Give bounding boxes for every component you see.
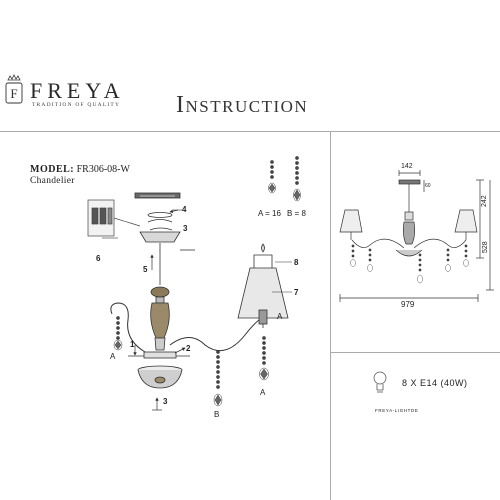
dimension-crystals — [350, 244, 469, 284]
dim-canopy-height: 60 — [425, 183, 431, 189]
crystal-a-letter-right: A — [260, 388, 266, 397]
crystal-a-icon — [268, 160, 276, 194]
crystal-b-count: B = 8 — [287, 209, 306, 218]
mounting-bracket — [147, 212, 173, 231]
part-4-label: 4 — [182, 205, 187, 214]
freya-logo-icon: F — [5, 74, 23, 104]
lamp-code: FREYA-LIGHTDE — [375, 408, 419, 413]
svg-text:F: F — [10, 86, 17, 101]
brand-name: FREYA — [30, 78, 125, 103]
model-line: MODEL: FR306-08-W — [30, 164, 130, 175]
dim-body-height: 242 — [481, 195, 488, 207]
canopy — [139, 231, 195, 251]
crystal-b-icon — [293, 156, 301, 202]
candle-bulb — [261, 243, 265, 253]
column-divider — [330, 131, 331, 500]
part-6-label: 6 — [96, 254, 101, 263]
page-title: Instruction — [176, 92, 309, 118]
crystal-chain-left — [113, 316, 123, 351]
model-label: MODEL: — [30, 164, 75, 175]
right-arm — [169, 317, 263, 352]
brand-tagline: TRADITION OF QUALITY — [32, 102, 121, 108]
crystal-b-letter: B — [214, 410, 220, 419]
junction-box-icon — [87, 199, 141, 237]
arm-hub — [128, 351, 190, 359]
header-divider — [0, 131, 500, 132]
left-arm — [110, 302, 146, 353]
lamp-shade — [237, 254, 289, 328]
part-2-label: 2 — [186, 344, 191, 353]
crystal-chain-center — [213, 350, 223, 407]
part-1-label: 1 — [130, 340, 135, 349]
crystal-a-letter-left: A — [110, 352, 116, 361]
shade-crystal-letter: A — [277, 312, 283, 321]
dimension-drawing — [339, 170, 494, 302]
part-7-label: 7 — [294, 288, 299, 297]
part-3-top-label: 3 — [183, 224, 188, 233]
dim-top-width: 142 — [401, 163, 413, 170]
crystal-chain-right — [259, 336, 269, 381]
part-5-label: 5 — [143, 265, 148, 274]
crystal-a-count: A = 16 — [258, 209, 281, 218]
central-column — [150, 243, 170, 351]
product-type: Chandelier — [30, 176, 75, 186]
ceiling-plate — [134, 192, 181, 199]
dim-total-width: 979 — [401, 300, 415, 309]
finial-arrow — [152, 397, 162, 411]
right-panel-divider — [330, 352, 500, 353]
part-3-label: 3 — [163, 397, 168, 406]
part-8-label: 8 — [294, 258, 299, 267]
bottom-bowl — [137, 365, 183, 389]
dim-total-height: 528 — [482, 241, 489, 253]
light-bulb-icon — [373, 371, 387, 393]
model-number: FR306-08-W — [76, 164, 130, 175]
lamp-spec: 8 X E14 (40W) — [402, 378, 468, 388]
